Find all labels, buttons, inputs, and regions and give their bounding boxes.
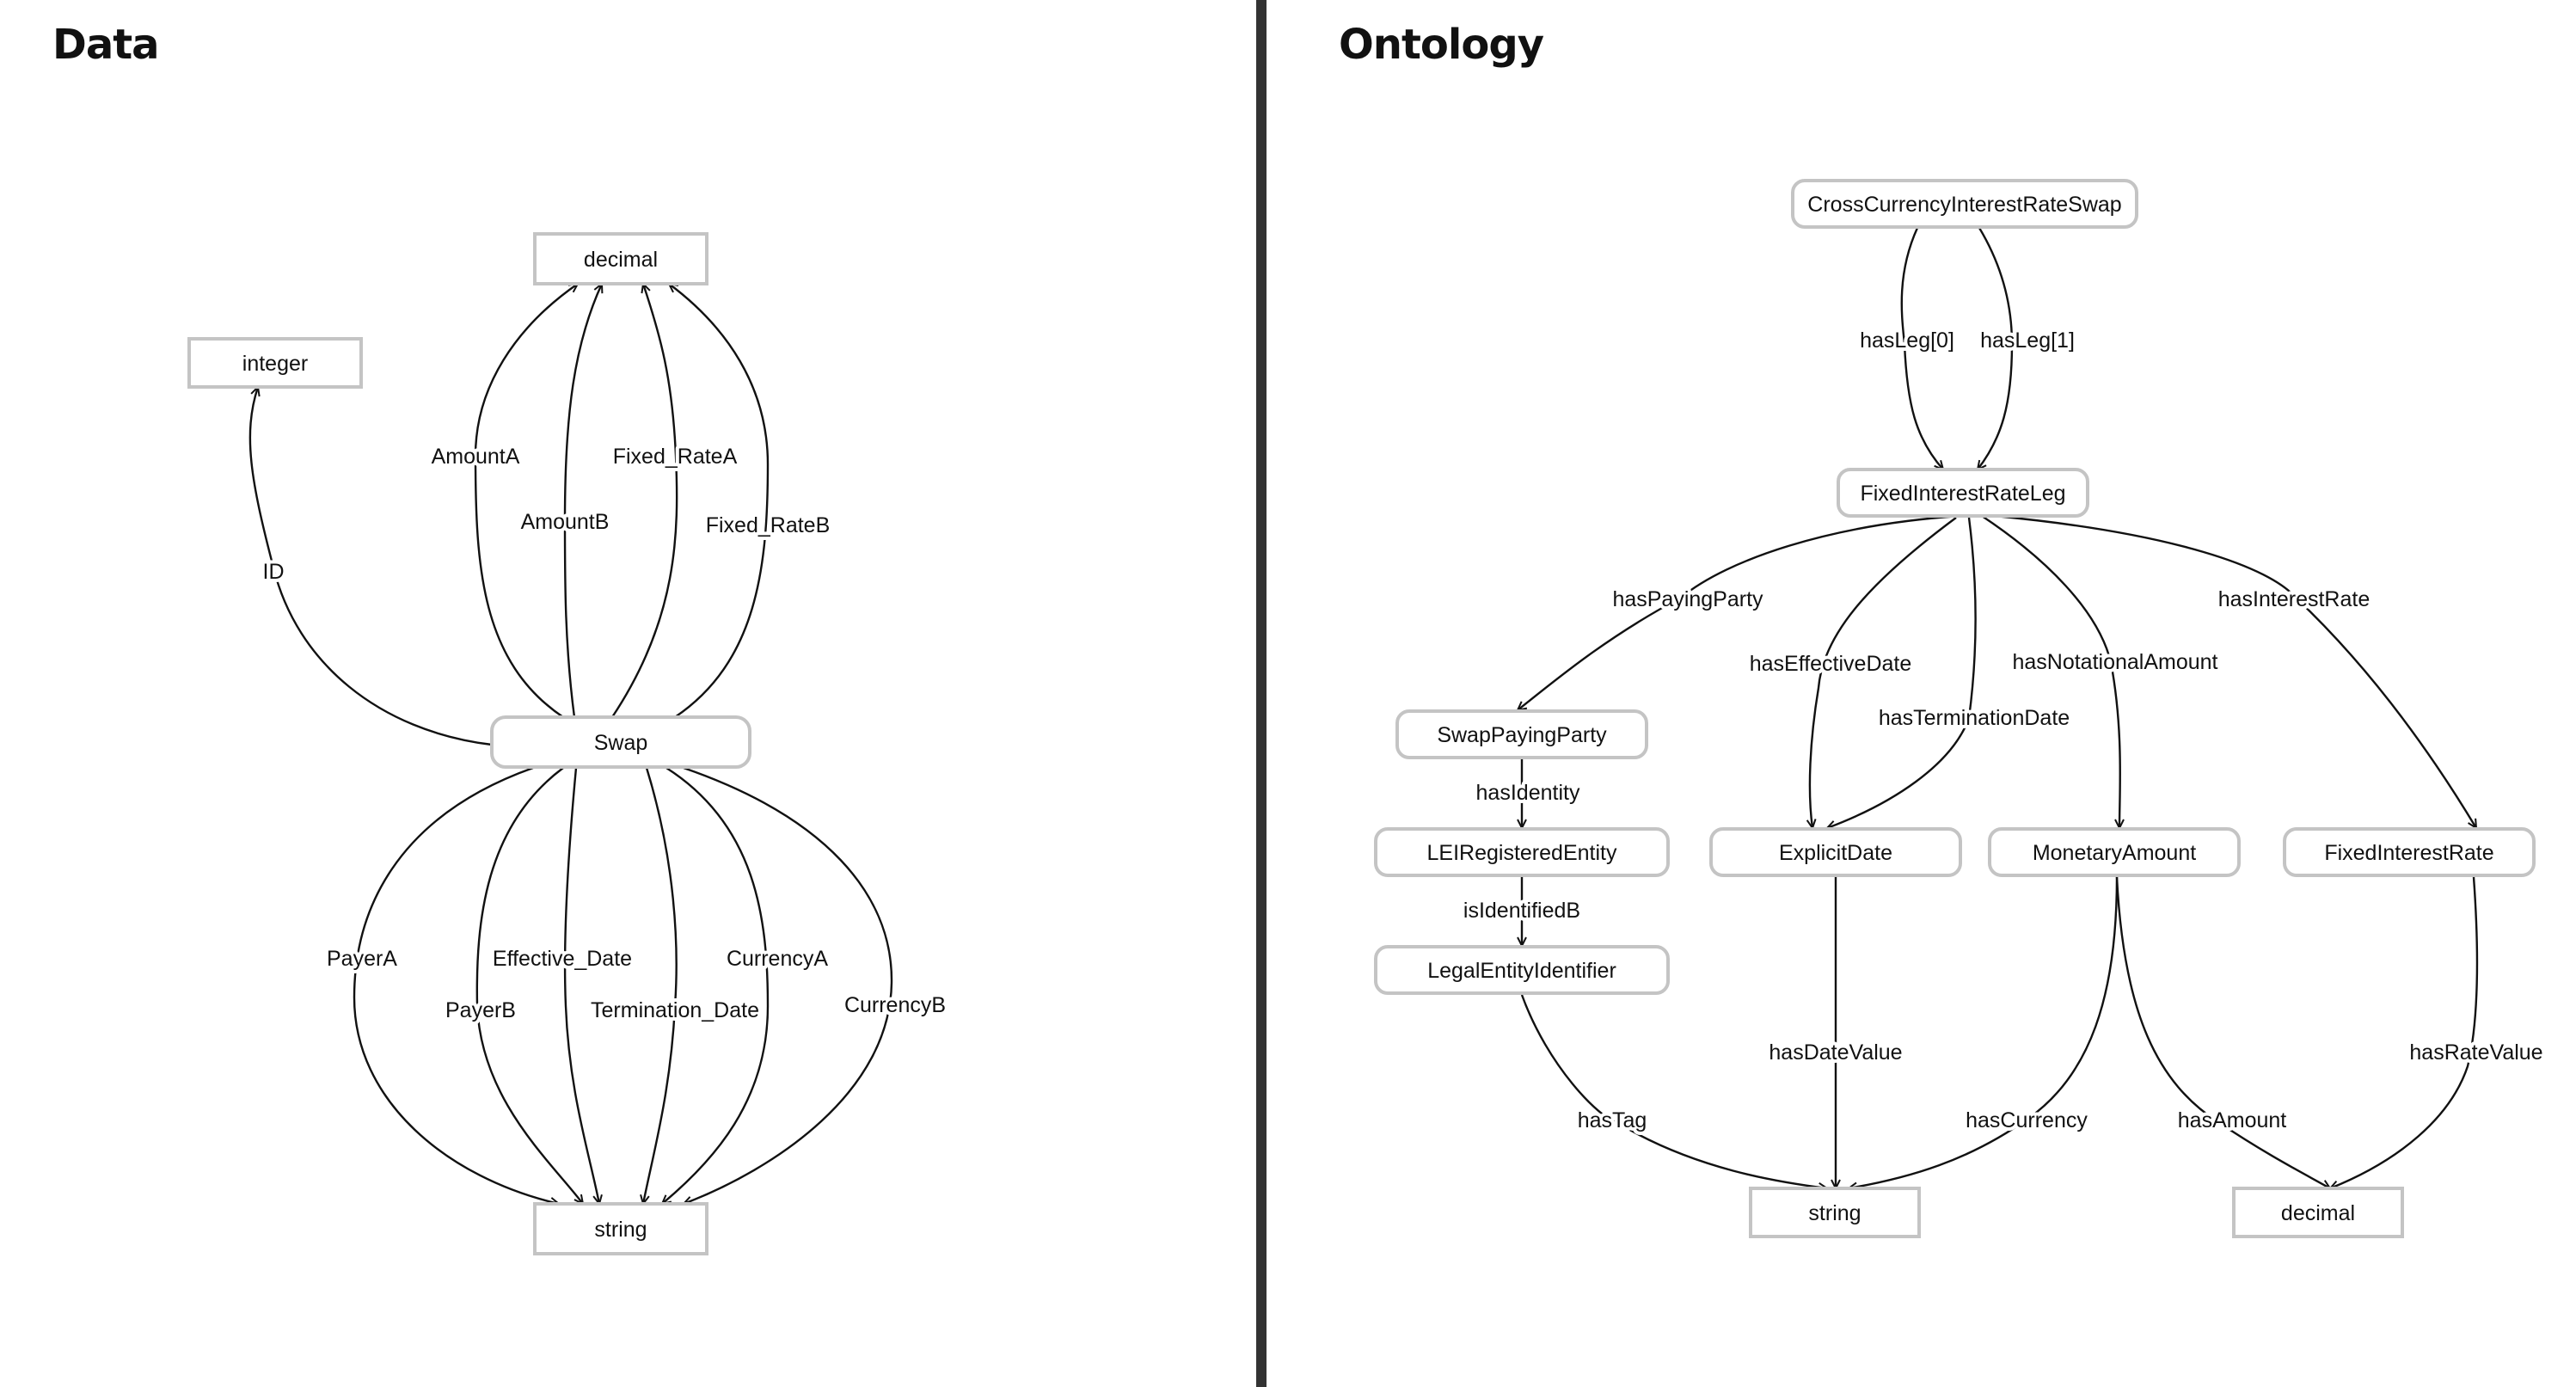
ontology-edge-labels: hasLeg[0] hasLeg[1] hasPayingParty hasEf…: [1460, 325, 2547, 1136]
edge-label-effective-date: Effective_Date: [493, 947, 632, 971]
edge-label-amount-b: AmountB: [521, 510, 610, 534]
ontology-edges: [1518, 227, 2479, 1188]
edge-label-has-leg-1: hasLeg[1]: [1980, 328, 2075, 353]
edge-label-has-date-value: hasDateValue: [1769, 1040, 1902, 1065]
data-node-swap: Swap: [490, 715, 751, 769]
edge-has-tag: [1520, 994, 1827, 1188]
edge-has-leg-1: [1978, 227, 2014, 469]
edge-effective-date: [563, 767, 599, 1204]
edge-label-has-paying-party: hasPayingParty: [1612, 587, 1763, 611]
ont-node-swap-paying-party: SwapPayingParty: [1395, 709, 1648, 759]
edge-label-payer-a: PayerA: [327, 947, 397, 971]
node-label-string: string: [594, 1218, 647, 1242]
edge-label-has-interest-rate: hasInterestRate: [2218, 587, 2371, 611]
panel-divider: [1256, 0, 1267, 1387]
edge-has-termination-date: [1827, 517, 1977, 828]
edge-label-amount-a: AmountA: [432, 445, 520, 469]
data-edges: [248, 284, 893, 1204]
edge-label-has-amount: hasAmount: [2178, 1108, 2287, 1132]
edge-label-currency-a: CurrencyA: [727, 947, 828, 971]
edge-label-has-tag: hasTag: [1578, 1108, 1647, 1132]
edge-termination-date: [643, 767, 678, 1204]
ont-node-firl: FixedInterestRateLeg: [1837, 468, 2089, 518]
edge-has-amount: [2115, 876, 2330, 1188]
edge-label-fixed-rate-b: Fixed_RateB: [706, 513, 831, 537]
edge-label-has-leg-0: hasLeg[0]: [1860, 328, 1954, 353]
edge-label-id: ID: [263, 560, 285, 584]
ont-node-ccirs: CrossCurrencyInterestRateSwap: [1791, 179, 2138, 229]
node-label-swap: Swap: [594, 731, 648, 755]
ont-node-fixed-interest-rate: FixedInterestRate: [2283, 827, 2536, 877]
edge-label-has-identity: hasIdentity: [1476, 781, 1580, 805]
node-label-ont-decimal: decimal: [2281, 1201, 2355, 1225]
edge-fixed-rate-a: [611, 284, 678, 718]
node-label-decimal: decimal: [584, 248, 658, 272]
edge-has-interest-rate: [1994, 514, 2476, 828]
edge-label-has-termination-date: hasTerminationDate: [1879, 706, 2070, 730]
edge-amount-a: [474, 284, 578, 718]
ont-node-legal-entity-identifier: LegalEntityIdentifier: [1374, 945, 1670, 995]
node-label-legal-entity-identifier: LegalEntityIdentifier: [1427, 959, 1616, 983]
edge-fixed-rate-b: [669, 284, 770, 718]
edge-has-effective-date: [1810, 517, 1957, 828]
node-label-lei-registered-entity: LEIRegisteredEntity: [1427, 841, 1617, 865]
ont-node-lei-registered-entity: LEIRegisteredEntity: [1374, 827, 1670, 877]
data-node-string: string: [533, 1202, 708, 1255]
edge-currency-b: [684, 766, 893, 1204]
edge-label-payer-b: PayerB: [445, 998, 516, 1022]
edge-label-has-effective-date: hasEffectiveDate: [1750, 652, 1912, 676]
node-label-ont-string: string: [1808, 1201, 1861, 1225]
edge-has-paying-party: [1518, 514, 1961, 710]
data-node-integer: integer: [187, 337, 363, 389]
edge-payer-b: [475, 767, 583, 1204]
node-label-integer: integer: [242, 352, 308, 376]
node-label-ccirs: CrossCurrencyInterestRateSwap: [1807, 193, 2121, 217]
edge-amount-b: [563, 284, 602, 718]
edge-label-currency-b: CurrencyB: [844, 993, 946, 1017]
data-edge-labels: ID AmountA AmountB Fixed_RateA Fixed_Rat…: [260, 441, 950, 1026]
edge-label-has-notational-amount: hasNotationalAmount: [2012, 650, 2217, 674]
edge-payer-a: [353, 766, 559, 1204]
edge-label-is-identified-b: isIdentifiedB: [1463, 899, 1580, 923]
edge-label-has-currency: hasCurrency: [1966, 1108, 2088, 1132]
ont-node-string: string: [1749, 1187, 1921, 1238]
edge-has-rate-value: [2330, 876, 2479, 1188]
edge-currency-a: [662, 766, 770, 1204]
edge-label-termination-date: Termination_Date: [591, 998, 759, 1022]
data-panel-title: Data: [52, 21, 160, 69]
ont-node-explicit-date: ExplicitDate: [1709, 827, 1962, 877]
edge-has-notational-amount: [1981, 515, 2120, 828]
edge-label-has-rate-value: hasRateValue: [2409, 1040, 2542, 1065]
edge-label-fixed-rate-a: Fixed_RateA: [613, 445, 738, 469]
edge-id: [248, 387, 493, 746]
data-node-decimal: decimal: [533, 232, 708, 285]
ontology-panel-title: Ontology: [1339, 21, 1544, 69]
edge-has-leg-0: [1900, 227, 1943, 469]
node-label-monetary-amount: MonetaryAmount: [2033, 841, 2196, 865]
ont-node-monetary-amount: MonetaryAmount: [1988, 827, 2241, 877]
edge-has-currency: [1849, 876, 2119, 1188]
node-label-swap-paying-party: SwapPayingParty: [1437, 723, 1607, 747]
node-label-explicit-date: ExplicitDate: [1779, 841, 1892, 865]
node-label-fixed-interest-rate: FixedInterestRate: [2324, 841, 2493, 865]
ont-node-decimal: decimal: [2232, 1187, 2404, 1238]
node-label-firl: FixedInterestRateLeg: [1860, 482, 2065, 506]
